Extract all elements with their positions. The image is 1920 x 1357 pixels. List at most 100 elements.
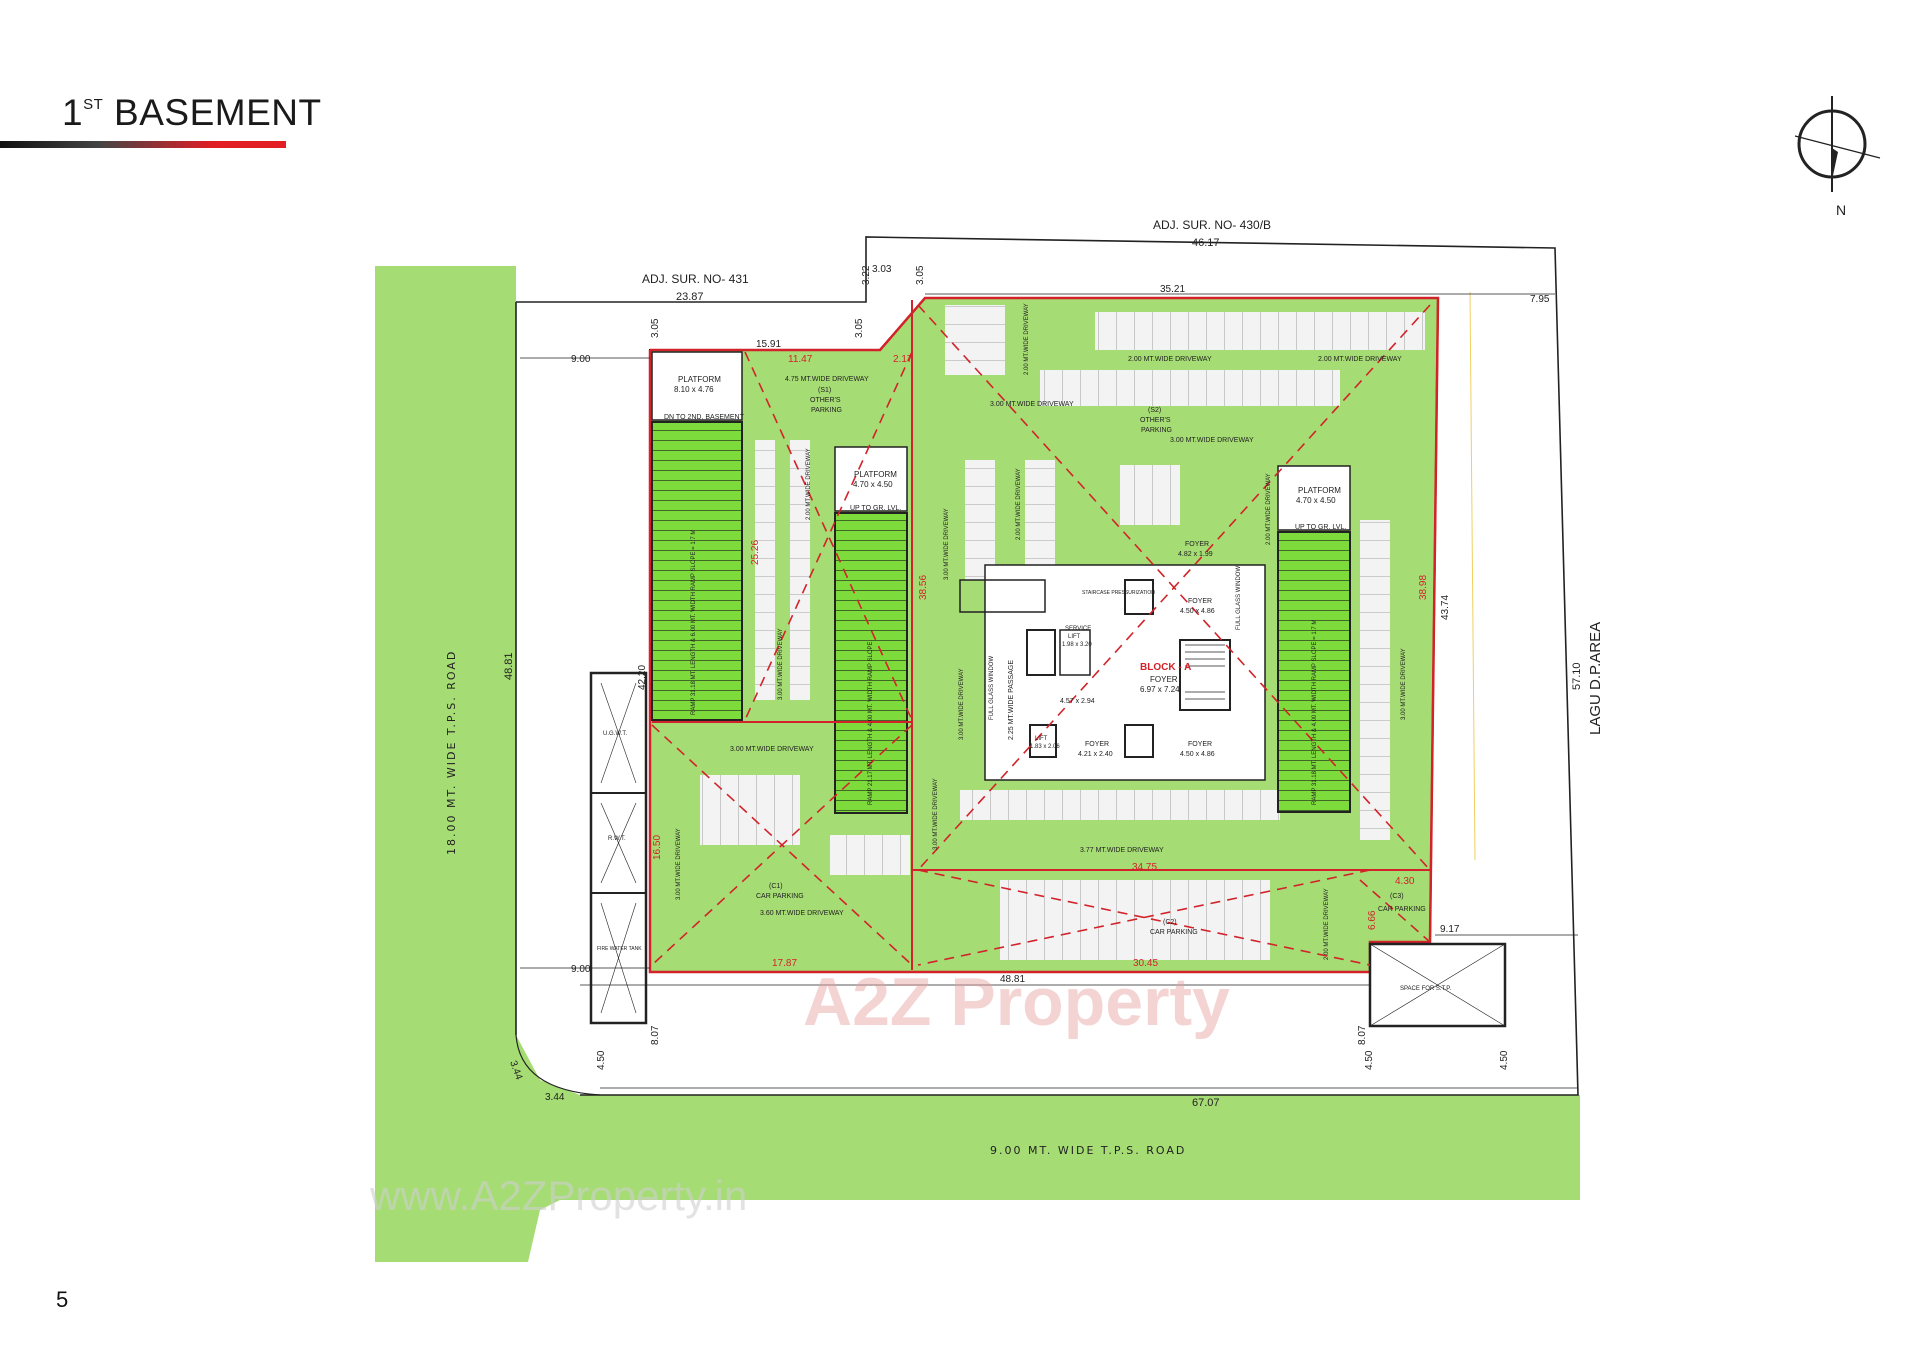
tank-column <box>589 671 648 1025</box>
others-2-label: OTHER'S <box>1140 417 1171 424</box>
service-lift-label: SERVICE <box>1065 626 1091 632</box>
red-dimension-labels: 11.47 2.17 25.26 38.56 38.98 16.50 17.87… <box>652 354 1429 969</box>
service-lift-box <box>1059 629 1091 676</box>
north-arrow-icon <box>1794 96 1881 192</box>
drive-200b-label: 2.00 MT.WIDE DRIVEWAY <box>1318 356 1402 363</box>
title-underline <box>0 141 286 148</box>
dim-344b: 3.44 <box>545 1092 565 1103</box>
foyer-b-label: FOYER <box>1188 598 1212 605</box>
rdim-3856: 38.56 <box>918 575 929 600</box>
lift-box-1 <box>1026 629 1056 676</box>
v-drive-7-label: 2.00 MT.WIDE DRIVEWAY <box>1024 303 1030 375</box>
platform-ne-size: 4.70 x 4.50 <box>1296 496 1336 505</box>
lift-label: LIFT <box>1035 736 1048 742</box>
south-road-label: 9.00 MT. WIDE T.P.S. ROAD <box>990 1144 1186 1157</box>
full-glass-1-label: FULL GLASS WINDOW <box>989 656 995 720</box>
car-parking-c1-label: CAR PARKING <box>756 893 804 900</box>
stalls-col-4 <box>1025 460 1055 580</box>
platform-ne <box>1277 465 1351 531</box>
adj-430b-label: ADJ. SUR. NO- 430/B <box>1153 218 1271 232</box>
v-drive-2-label: 3.00 MT.WIDE DRIVEWAY <box>778 628 784 700</box>
stalls-col-5 <box>1120 465 1180 525</box>
yellow-setback <box>1469 291 1476 861</box>
up-gr-2-label: UP TO GR. LVL. <box>1295 524 1346 531</box>
stalls-sw-2 <box>830 835 910 875</box>
service-lift-size: 1.98 x 3.20 <box>1062 642 1092 648</box>
road-corner-curve <box>515 1034 601 1096</box>
foyer-b-size: 4.50 x 4.86 <box>1180 608 1215 615</box>
passage-label: 2.25 MT.WIDE PASSAGE <box>1008 660 1015 740</box>
stp-label: SPACE FOR S.T.P. <box>1400 986 1451 992</box>
rdim-217: 2.17 <box>893 354 913 365</box>
drive-300b-label: 3.00 MT.WIDE DRIVEWAY <box>1170 437 1254 444</box>
platform-nw-label: PLATFORM <box>678 375 721 384</box>
v-drive-11-label: 3.00 MT.WIDE DRIVEWAY <box>1401 648 1407 720</box>
dim-4220: 42.20 <box>637 665 648 690</box>
pressurization-box <box>959 579 1046 613</box>
dim-900a: 9.00 <box>571 354 591 365</box>
c1-label: (C1) <box>769 883 783 890</box>
car-parking-c3-label: CAR PARKING <box>1378 906 1426 913</box>
dim-6707: 67.07 <box>1192 1097 1220 1109</box>
plot-boundary <box>516 236 1579 1096</box>
dim-450b: 4.50 <box>1364 1050 1375 1070</box>
watermark-logo: A2Z Property <box>803 964 1230 1040</box>
dim-807b: 8.07 <box>1357 1025 1368 1045</box>
foyer-a-label: FOYER <box>1185 541 1209 548</box>
parking-1-label: PARKING <box>811 407 842 414</box>
adj-431-label: ADJ. SUR. NO- 431 <box>642 272 749 286</box>
dim-795: 7.95 <box>1530 294 1550 305</box>
driveway-s1-label: 4.75 MT.WIDE DRIVEWAY <box>785 376 869 383</box>
passage-size: 4.57 x 2.94 <box>1060 698 1095 705</box>
dim-917: 9.17 <box>1440 924 1460 935</box>
full-glass-2-label: FULL GLASS WINDOW <box>1236 566 1242 630</box>
stalls-sw <box>700 775 800 845</box>
rdim-2526: 25.26 <box>750 540 761 565</box>
up-gr-1-label: UP TO GR. LVL. <box>850 505 901 512</box>
v-drive-9-label: 3.00 MT.WIDE DRIVEWAY <box>676 828 682 900</box>
stalls-north <box>1095 312 1425 350</box>
space-labels: PLATFORM 8.10 x 4.76 DN TO 2ND. BASEMENT… <box>597 303 1451 992</box>
dim-303: 3.03 <box>872 264 892 275</box>
foyer-d-label: FOYER <box>1085 741 1109 748</box>
c3-label: (C3) <box>1390 893 1404 900</box>
adj-430b-len: 46.17 <box>1192 237 1220 249</box>
rdim-3475: 34.75 <box>1132 862 1157 873</box>
service-lift-label-b: LIFT <box>1068 634 1081 640</box>
car-parking-c2-label: CAR PARKING <box>1150 929 1198 936</box>
parking-2-label: PARKING <box>1141 427 1172 434</box>
platform-mid <box>834 446 908 512</box>
rdim-1650: 16.50 <box>652 835 663 860</box>
dim-4881b: 48.81 <box>1000 974 1025 985</box>
red-diagonals <box>651 304 1431 966</box>
drive-300c-label: 3.00 MT.WIDE DRIVEWAY <box>730 746 814 753</box>
lift-size: 1.83 x 2.06 <box>1030 744 1060 750</box>
ramp-east <box>1277 531 1351 813</box>
others-1-label: OTHER'S <box>810 397 841 404</box>
dim-4881a: 48.81 <box>503 652 515 680</box>
fire-tank-label: FIRE WATER TANK <box>597 946 642 952</box>
dim-305a: 3.05 <box>915 265 926 285</box>
v-drive-8-label: 2.00 MT.WIDE DRIVEWAY <box>1324 888 1330 960</box>
title-suffix: ST <box>83 96 104 113</box>
west-road <box>375 266 1580 1262</box>
s2-label: (S2) <box>1148 407 1161 414</box>
rdim-1147: 11.47 <box>788 354 813 365</box>
page-title: 1ST BASEMENT <box>62 92 322 134</box>
dim-4374: 43.74 <box>1440 595 1451 620</box>
drive-200a-label: 2.00 MT.WIDE DRIVEWAY <box>1128 356 1212 363</box>
rdim-666: 6.66 <box>1367 910 1378 930</box>
dim-450a: 4.50 <box>596 1050 607 1070</box>
dim-450c: 4.50 <box>1499 1050 1510 1070</box>
dim-3521: 35.21 <box>1160 284 1185 295</box>
v-drive-3-label: 3.00 MT.WIDE DRIVEWAY <box>944 508 950 580</box>
dim-1591: 15.91 <box>756 339 781 350</box>
rdim-3898: 38.98 <box>1418 575 1429 600</box>
rdim-430: 4.30 <box>1395 876 1415 887</box>
stalls-col-3 <box>965 460 995 580</box>
dn-2nd-label: DN TO 2ND. BASEMENT <box>664 414 745 421</box>
watermark-url: www.A2ZProperty.in <box>369 1172 747 1219</box>
title-ordinal: 1 <box>62 92 84 133</box>
platform-mid-size: 4.70 x 4.50 <box>853 480 893 489</box>
